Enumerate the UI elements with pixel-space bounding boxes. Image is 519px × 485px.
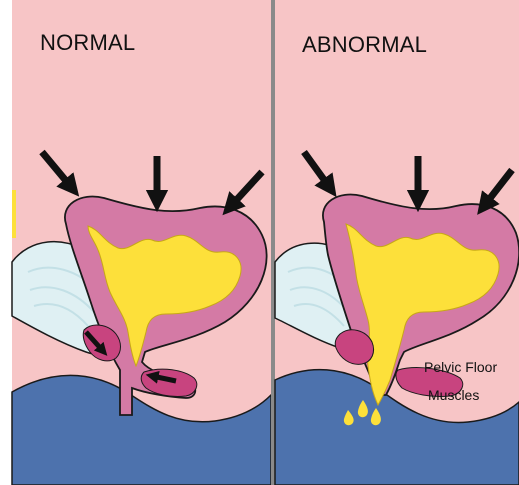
panel-abnormal: Pelvic Floor Muscles ABNORMAL xyxy=(275,0,519,485)
label-muscles: Muscles xyxy=(428,387,479,403)
panel-normal: NORMAL xyxy=(12,0,271,485)
panel-title-normal: NORMAL xyxy=(40,30,135,55)
edge-fragment xyxy=(12,190,16,238)
panel-title-abnormal: ABNORMAL xyxy=(302,32,427,57)
label-pelvic-floor: Pelvic Floor xyxy=(424,359,497,375)
